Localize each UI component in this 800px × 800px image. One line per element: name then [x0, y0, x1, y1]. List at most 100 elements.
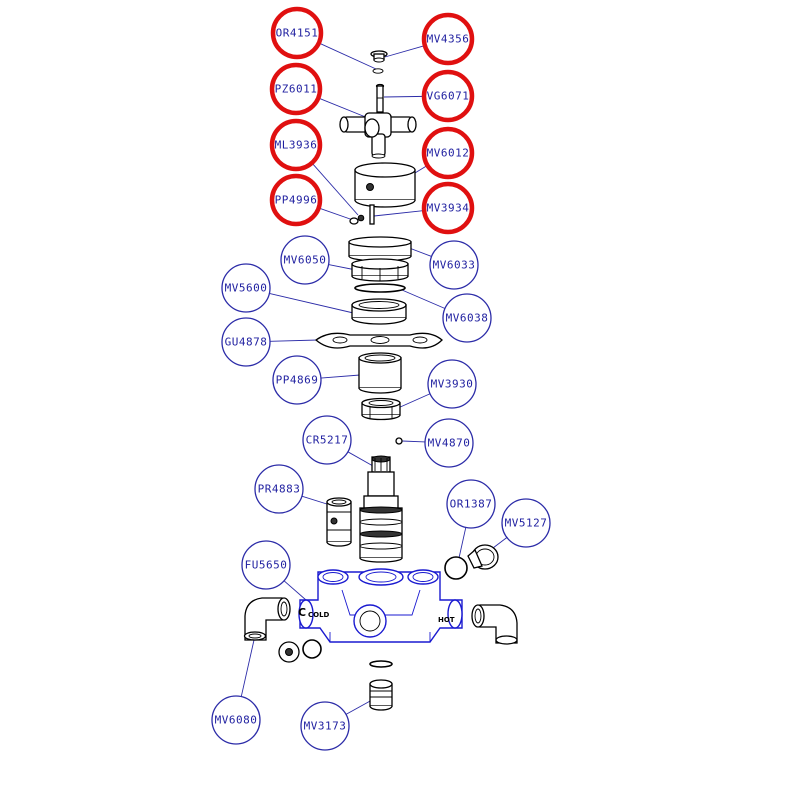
part-cr5217 — [359, 455, 403, 563]
callout-mv6033: MV6033 — [429, 240, 479, 290]
leader-line-pz6011 — [318, 97, 369, 119]
callout-label-pr4883: PR4883 — [258, 483, 301, 496]
callout-circle-mv6080 — [211, 695, 261, 745]
callout-circle-gu4878 — [221, 317, 271, 367]
callout-label-mv5127: MV5127 — [505, 517, 548, 530]
callout-mv6012: MV6012 — [421, 126, 475, 180]
part-gu4878 — [314, 332, 443, 349]
part-mv6012 — [354, 162, 416, 208]
part-mv4870 — [395, 437, 403, 445]
leader-line-pp4869 — [320, 374, 361, 379]
callout-label-fu5650: FU5650 — [245, 559, 288, 572]
part-fu5650-valve-body: C COLD HOT — [298, 568, 463, 643]
callout-pr4883: PR4883 — [254, 464, 304, 514]
callout-label-or4151: OR4151 — [276, 27, 319, 40]
part-mv6038 — [354, 283, 406, 293]
callout-label-mv6012: MV6012 — [427, 147, 470, 160]
leader-line-or4151 — [318, 42, 377, 70]
part-or1387 — [444, 556, 468, 580]
callout-label-vg6071: VG6071 — [427, 90, 470, 103]
leader-line-or1387 — [458, 527, 467, 559]
callout-circle-vg6071 — [421, 69, 475, 123]
callout-pp4869: PP4869 — [272, 355, 322, 405]
leader-line-ml3936 — [311, 162, 359, 216]
part-ml3936 — [357, 214, 365, 222]
callout-label-mv4356: MV4356 — [427, 33, 470, 46]
part-or4151 — [372, 68, 384, 74]
part-elbow-right — [471, 604, 518, 645]
callout-circle-or4151 — [270, 6, 324, 60]
callout-cr5217: CR5217 — [302, 415, 352, 465]
callout-label-pp4869: PP4869 — [276, 374, 319, 387]
callout-label-mv3930: MV3930 — [431, 378, 474, 391]
part-washer-small — [278, 641, 300, 663]
callout-label-pz6011: PZ6011 — [275, 83, 318, 96]
callout-ml3936: ML3936 — [269, 118, 323, 172]
callout-mv3934: MV3934 — [421, 181, 475, 235]
callout-circle-mv4870 — [424, 418, 474, 468]
leader-line-pr4883 — [301, 495, 331, 506]
callout-mv5127: MV5127 — [501, 498, 551, 548]
part-mv3934 — [369, 204, 375, 225]
callout-circle-cr5217 — [302, 415, 352, 465]
callout-circle-or1387 — [446, 479, 496, 529]
part-pr4883 — [326, 497, 352, 547]
callout-circle-mv6038 — [442, 293, 492, 343]
part-mv4356 — [370, 50, 388, 63]
callout-circle-ml3936 — [269, 118, 323, 172]
callout-circle-pr4883 — [254, 464, 304, 514]
cold-letter-marking: C — [298, 606, 306, 619]
callout-circle-mv3934 — [421, 181, 475, 235]
callout-or4151: OR4151 — [270, 6, 324, 60]
callout-circle-mv6050 — [280, 235, 330, 285]
part-mv5600 — [351, 298, 407, 325]
callouts: OR4151 MV4356PZ6011VG6071ML3936MV6012PP49… — [211, 6, 551, 751]
callout-label-or1387: OR1387 — [450, 498, 493, 511]
leader-line-mv3930 — [397, 393, 431, 409]
callout-circle-mv5127 — [501, 498, 551, 548]
part-mv3930 — [361, 397, 401, 421]
callout-gu4878: GU4878 — [221, 317, 271, 367]
part-oring-lower — [302, 639, 322, 659]
leader-line-mv3173 — [345, 699, 373, 715]
callout-mv4870: MV4870 — [424, 418, 474, 468]
leader-line-mv5127 — [492, 537, 508, 549]
callout-or1387: OR1387 — [446, 479, 496, 529]
callout-circle-mv3930 — [427, 359, 477, 409]
leader-line-mv3934 — [373, 210, 425, 217]
callout-label-mv6038: MV6038 — [446, 312, 489, 325]
leader-line-pp4996 — [318, 207, 354, 221]
callout-mv6038: MV6038 — [442, 293, 492, 343]
callout-mv5600: MV5600 — [221, 263, 271, 313]
part-mv3173 — [369, 679, 393, 711]
leader-lines — [240, 42, 508, 715]
callout-circle-mv4356 — [421, 12, 475, 66]
leader-line-mv4356 — [384, 45, 426, 58]
callout-circle-mv5600 — [221, 263, 271, 313]
callout-label-pp4996: PP4996 — [275, 194, 318, 207]
callout-label-mv3934: MV3934 — [427, 202, 470, 215]
leader-line-mv6038 — [401, 289, 446, 309]
part-pp4869 — [358, 352, 402, 394]
callout-pz6011: PZ6011 — [269, 62, 323, 116]
callout-label-mv4870: MV4870 — [428, 437, 471, 450]
leader-line-vg6071 — [383, 95, 425, 98]
callout-circle-pp4869 — [272, 355, 322, 405]
callout-circle-pp4996 — [269, 173, 323, 227]
callout-label-mv6033: MV6033 — [433, 259, 476, 272]
leader-line-cr5217 — [347, 451, 374, 467]
callout-mv3173: MV3173 — [300, 701, 350, 751]
leader-line-mv4870 — [401, 440, 426, 443]
callout-circle-pz6011 — [269, 62, 323, 116]
callout-circle-mv3173 — [300, 701, 350, 751]
callout-fu5650: FU5650 — [241, 540, 291, 590]
part-vg6071 — [375, 83, 385, 113]
callout-circle-mv6033 — [429, 240, 479, 290]
leader-line-fu5650 — [283, 580, 307, 601]
part-oring-bottom — [369, 660, 393, 668]
leader-line-mv6080 — [240, 639, 255, 697]
part-mv5127 — [467, 544, 499, 570]
cold-marking: COLD — [308, 611, 330, 619]
callout-mv6050: MV6050 — [280, 235, 330, 285]
parts: C COLD HOT — [243, 50, 518, 711]
